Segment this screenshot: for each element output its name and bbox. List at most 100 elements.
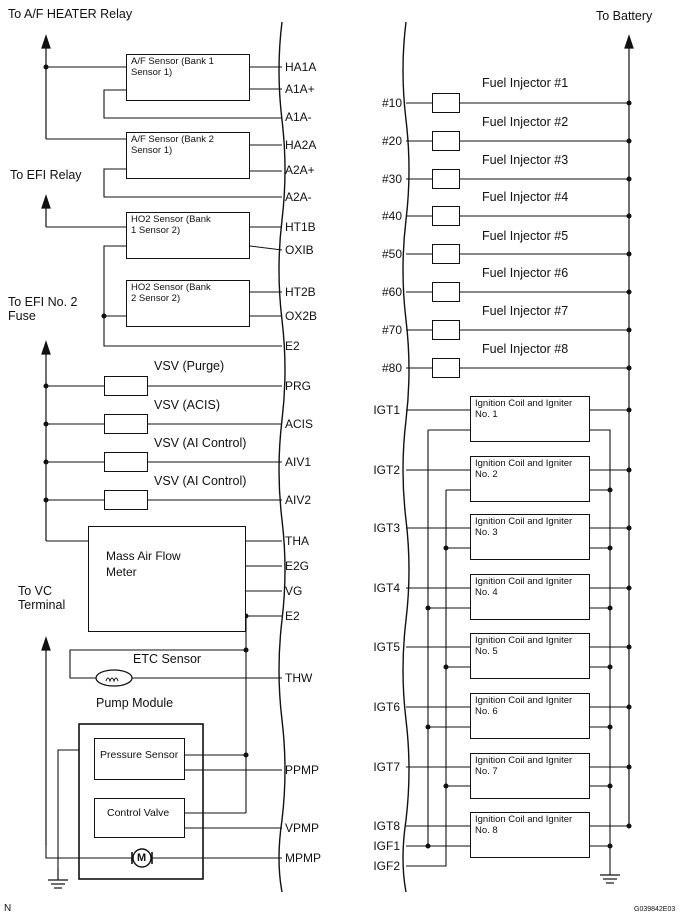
ignition-coil-7-label: Ignition Coil and Igniter No. 7 <box>475 755 573 777</box>
ignition-coil-6-box <box>470 693 590 739</box>
ignition-lines <box>406 407 632 875</box>
ignition-coil-5-label: Ignition Coil and Igniter No. 5 <box>475 635 573 657</box>
vsv-ai-control-1-box <box>104 452 148 472</box>
pin-thw: THW <box>285 671 313 685</box>
ignition-coil-2-label: Ignition Coil and Igniter No. 2 <box>475 458 573 480</box>
injector-lines <box>406 100 632 371</box>
figure-code: G039842E03 <box>634 906 676 913</box>
control-valve-box <box>94 798 185 838</box>
label-to-vc-terminal: To VC Terminal <box>18 584 66 612</box>
arrow-vc <box>41 636 51 845</box>
mass-air-flow-meter-box <box>88 526 246 632</box>
arrow-battery <box>624 34 634 827</box>
vsv-purge-label: VSV (Purge) <box>154 359 225 373</box>
vsv-purge-box <box>104 376 148 396</box>
ignition-coil-4-label: Ignition Coil and Igniter No. 4 <box>475 576 573 598</box>
pin-inj-80: #80 <box>381 361 402 375</box>
injector-2-box <box>432 131 460 151</box>
pin-ha2a: HA2A <box>285 138 317 152</box>
ignition-coil-2-box <box>470 456 590 502</box>
ignition-coil-3-box <box>470 514 590 560</box>
label-to-efi-relay: To EFI Relay <box>10 168 82 182</box>
injector-6-box <box>432 282 460 302</box>
injector-1-box <box>432 93 460 113</box>
ignition-coil-7-box <box>470 753 590 799</box>
etc-sensor-label: ETC Sensor <box>133 652 202 666</box>
mass-air-flow-meter-label: Mass Air Flow Meter <box>106 549 181 579</box>
pin-igt7: IGT7 <box>373 760 400 774</box>
control-valve-label: Control Valve <box>107 807 170 819</box>
pin-mpmp: MPMP <box>285 851 321 865</box>
pin-igf2: IGF2 <box>373 859 400 873</box>
pin-inj-50: #50 <box>381 247 402 261</box>
pin-aiv2: AIV2 <box>285 493 312 507</box>
label-to-battery: To Battery <box>596 9 653 23</box>
pin-inj-60: #60 <box>381 285 402 299</box>
pin-ppmp: PPMP <box>285 763 320 777</box>
vsv-ai-control-2-label: VSV (AI Control) <box>154 474 247 488</box>
ignition-coil-1-label: Ignition Coil and Igniter No. 1 <box>475 398 573 420</box>
injector-8-label: Fuel Injector #8 <box>482 342 569 356</box>
vsv-acis-box <box>104 414 148 434</box>
ecm-left-edge <box>278 21 286 893</box>
pin-inj-30: #30 <box>381 172 402 186</box>
ecm-right-edge <box>402 21 410 893</box>
ignition-coil-8-label: Ignition Coil and Igniter No. 8 <box>475 814 573 836</box>
injector-4-box <box>432 206 460 226</box>
pin-prg: PRG <box>285 379 312 393</box>
pin-ha1a: HA1A <box>285 60 317 74</box>
pin-acis: ACIS <box>285 417 314 431</box>
pin-igt5: IGT5 <box>373 640 400 654</box>
ho2-sensor-bank1-label: HO2 Sensor (Bank 1 Sensor 2) <box>131 214 211 236</box>
arrow-af-heater <box>41 34 51 139</box>
pin-ox2b: OX2B <box>285 309 318 323</box>
pin-igf1: IGF1 <box>373 839 400 853</box>
corner-letter: N <box>4 903 12 914</box>
pin-igt8: IGT8 <box>373 819 400 833</box>
pin-tha: THA <box>285 534 309 548</box>
ignition-coil-6-label: Ignition Coil and Igniter No. 6 <box>475 695 573 717</box>
injector-1-label: Fuel Injector #1 <box>482 76 569 90</box>
ho2-sensor-bank2-label: HO2 Sensor (Bank 2 Sensor 2) <box>131 282 211 304</box>
ground-right <box>600 874 620 884</box>
pin-e2-1: E2 <box>285 339 300 353</box>
pin-inj-40: #40 <box>381 209 402 223</box>
ground-left <box>48 868 68 889</box>
etc-sensor-symbol <box>95 669 133 687</box>
pin-aiv1: AIV1 <box>285 455 312 469</box>
ignition-coil-8-box <box>470 812 590 858</box>
injector-2-label: Fuel Injector #2 <box>482 115 569 129</box>
af-sensor-bank2-box <box>126 132 250 179</box>
pin-inj-70: #70 <box>381 323 402 337</box>
pin-ht2b: HT2B <box>285 285 316 299</box>
pin-ht1b: HT1B <box>285 220 316 234</box>
ignition-coil-1-box <box>470 396 590 442</box>
injector-5-label: Fuel Injector #5 <box>482 229 569 243</box>
pin-a1a-plus: A1A+ <box>285 82 315 96</box>
pin-vg: VG <box>285 584 303 598</box>
pump-module-label: Pump Module <box>96 696 174 710</box>
injector-3-box <box>432 169 460 189</box>
pump-motor-icon: M <box>137 852 147 864</box>
ignition-coil-4-box <box>470 574 590 620</box>
pressure-sensor-box <box>94 738 185 780</box>
injector-6-label: Fuel Injector #6 <box>482 266 569 280</box>
ignition-coil-3-label: Ignition Coil and Igniter No. 3 <box>475 516 573 538</box>
injector-3-label: Fuel Injector #3 <box>482 153 569 167</box>
vsv-ai-control-2-box <box>104 490 148 510</box>
pin-inj-20: #20 <box>381 134 402 148</box>
injector-7-box <box>432 320 460 340</box>
af-sensor-bank1-label: A/F Sensor (Bank 1 Sensor 1) <box>131 56 214 78</box>
injector-8-box <box>432 358 460 378</box>
pump-module-frame <box>78 723 204 880</box>
pin-a1a-minus: A1A- <box>285 110 312 124</box>
arrow-efi-relay <box>41 194 51 227</box>
arrow-efi-no2 <box>41 340 51 541</box>
pin-igt3: IGT3 <box>373 521 400 535</box>
pin-igt1: IGT1 <box>373 403 400 417</box>
vsv-coils <box>111 380 129 505</box>
pressure-sensor-label: Pressure Sensor <box>100 749 179 761</box>
pin-vpmp: VPMP <box>285 821 320 835</box>
